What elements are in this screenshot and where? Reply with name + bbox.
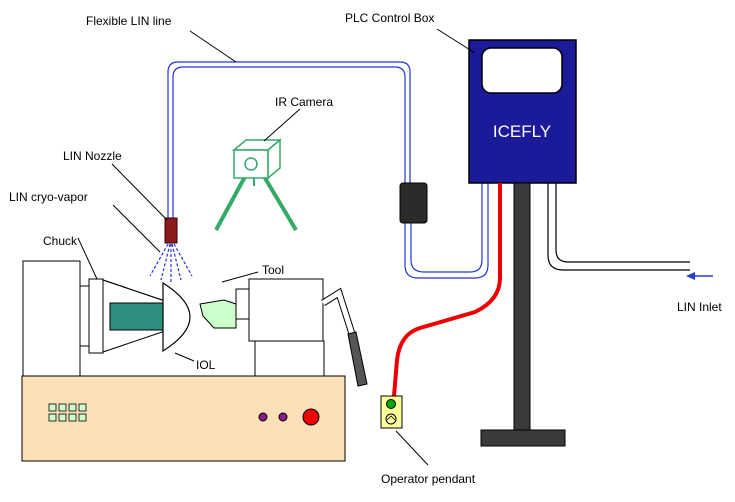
lin-inlet-line <box>547 183 690 271</box>
tailstock <box>248 278 324 342</box>
label-plc-control-box: PLC Control Box <box>345 11 434 25</box>
pendant-cable <box>392 183 502 397</box>
label-iol: IOL <box>196 358 216 372</box>
label-ir-camera: IR Camera <box>275 95 333 109</box>
workpiece <box>109 302 166 331</box>
iol-lens <box>162 281 191 353</box>
control-keypad[interactable] <box>48 403 87 422</box>
flexible-lin-line <box>167 61 489 279</box>
plc-stand <box>480 182 566 447</box>
carriage <box>254 340 325 378</box>
label-lin-nozzle: LIN Nozzle <box>63 149 122 163</box>
lathe-headstock <box>22 260 81 377</box>
tailstock-handle <box>321 287 368 387</box>
plc-control-box: ICEFLY <box>468 39 577 184</box>
ir-camera <box>214 138 298 232</box>
label-flexible-lin-line: Flexible LIN line <box>86 14 172 28</box>
cryo-vapor-spray <box>149 243 193 282</box>
label-lin-inlet: LIN Inlet <box>677 300 722 314</box>
lin-nozzle <box>164 217 178 244</box>
tool-post <box>235 288 250 320</box>
base-button-2[interactable] <box>278 412 288 422</box>
emergency-stop-button[interactable] <box>302 408 320 426</box>
operator-pendant <box>380 395 403 429</box>
inline-valve <box>399 182 428 224</box>
camera-lens-icon <box>244 157 258 171</box>
plc-display <box>481 47 563 94</box>
pendant-gauge-icon <box>385 413 397 425</box>
plc-brand: ICEFLY <box>493 122 551 141</box>
label-chuck: Chuck <box>43 234 78 248</box>
label-tool: Tool <box>262 263 284 277</box>
cutting-tool <box>199 299 237 329</box>
pendant-green-button[interactable] <box>386 399 396 409</box>
label-operator-pendant: Operator pendant <box>381 472 476 486</box>
label-lin-cryo-vapor: LIN cryo-vapor <box>9 190 88 204</box>
base-button-1[interactable] <box>258 412 268 422</box>
lin-inlet-arrow <box>686 272 713 280</box>
